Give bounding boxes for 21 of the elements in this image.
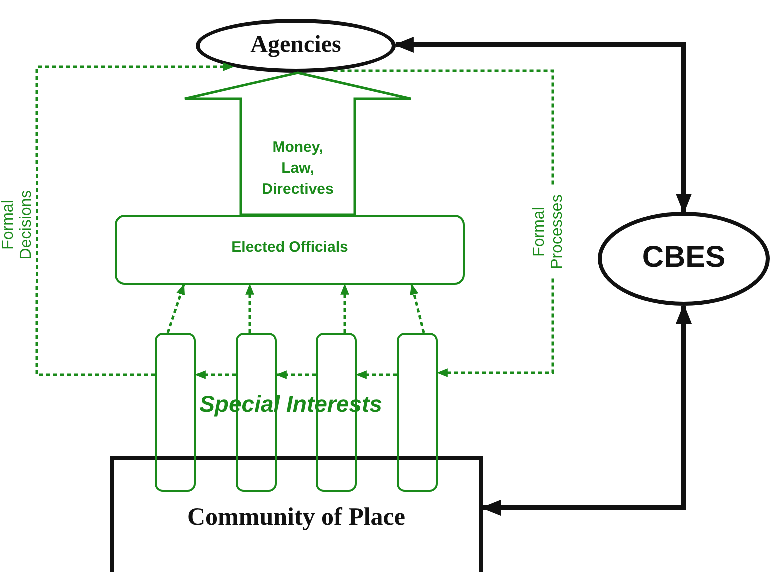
rounded-box xyxy=(115,215,465,285)
pillar-box xyxy=(155,333,196,492)
node-label: Elected Officials xyxy=(230,239,350,256)
edge-label: Money, Law, Directives xyxy=(261,138,335,200)
arrow xyxy=(356,370,397,380)
arrow xyxy=(246,284,254,333)
block-arrow xyxy=(184,72,412,216)
pillar-box xyxy=(397,333,438,492)
rectangle-box xyxy=(110,456,483,572)
arrow xyxy=(481,304,692,516)
arrow xyxy=(340,284,350,333)
arrow xyxy=(394,37,692,214)
arrow xyxy=(166,284,186,334)
arrow xyxy=(410,284,426,334)
arrow xyxy=(194,370,236,380)
arrow xyxy=(36,62,234,376)
edge-label: Formal Decisions xyxy=(0,165,36,285)
arrow xyxy=(276,370,316,380)
node-label: Agencies xyxy=(250,32,342,59)
node-label: CBES xyxy=(641,241,727,275)
node-label: Community of Place xyxy=(186,504,407,532)
